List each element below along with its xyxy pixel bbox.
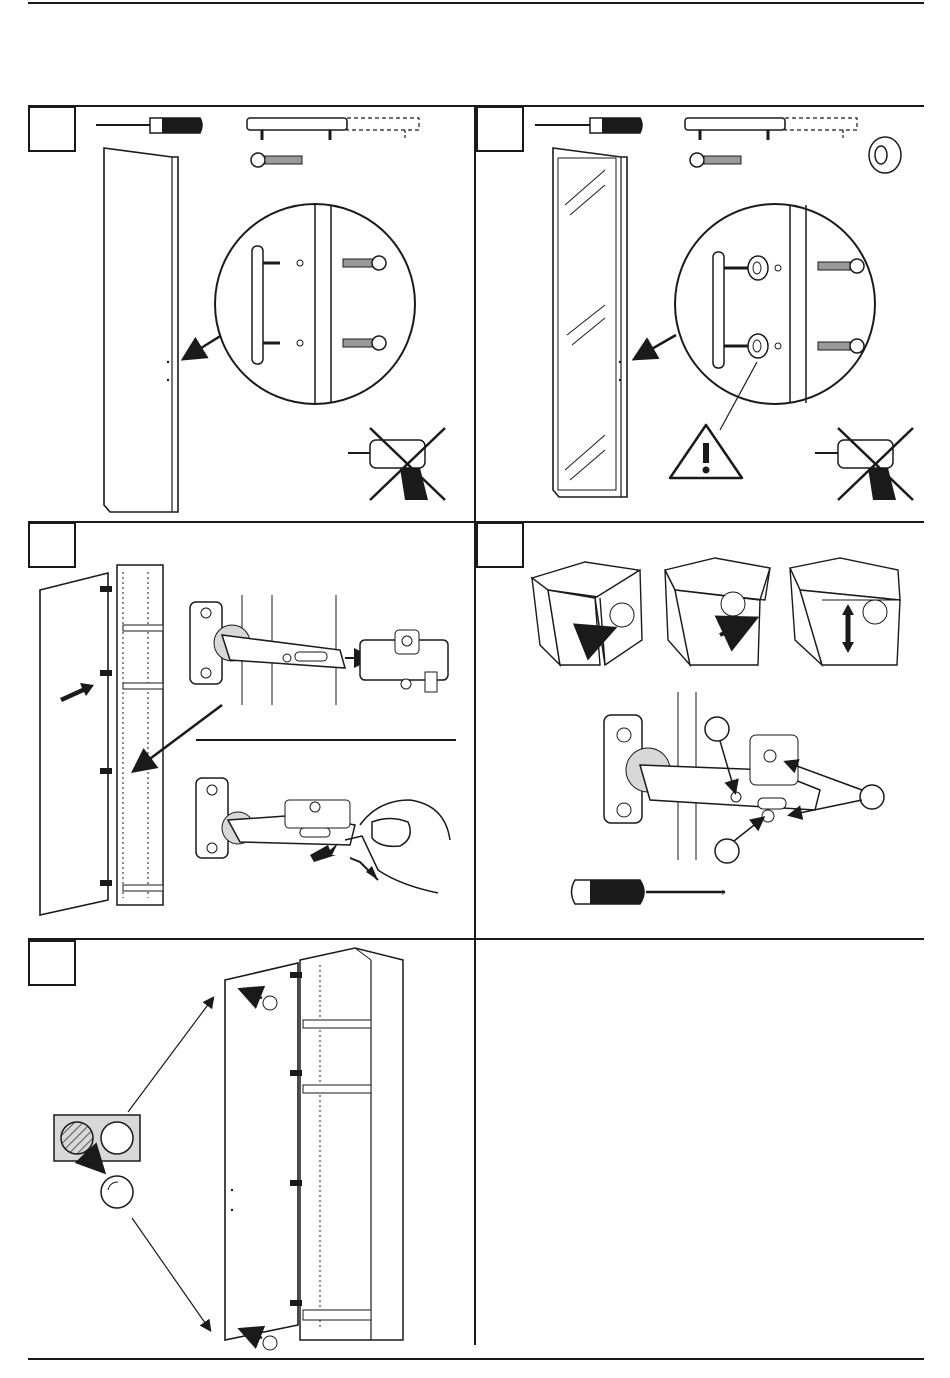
panel-4: + (477, 523, 900, 904)
glass-door-panel (553, 148, 627, 497)
hinge-icon (190, 595, 448, 705)
handle-icon (247, 118, 419, 140)
handle-icon (685, 118, 857, 140)
svg-text:+: + (720, 888, 726, 899)
detail-zoom-circle (675, 204, 875, 404)
no-power-drill-icon (348, 428, 445, 500)
no-power-drill-icon (815, 428, 913, 500)
adjust-side-icon (665, 558, 770, 665)
step-number-box (477, 523, 523, 567)
hand-icon (345, 800, 450, 893)
detail-arrow (636, 335, 676, 358)
warning-triangle-icon (670, 425, 742, 478)
step-number-box (29, 941, 75, 985)
guide-line-lower (132, 1218, 210, 1330)
step-number-box (29, 107, 75, 151)
screwdriver-icon: + (572, 880, 727, 904)
hinge-icon (604, 692, 884, 863)
door-panel (225, 963, 302, 1340)
screw-icon (251, 153, 302, 167)
panel-3 (29, 523, 456, 915)
washer-icon (869, 137, 901, 173)
screw-icon (690, 153, 741, 167)
screwdriver-icon (535, 118, 642, 133)
adjust-height-icon (790, 558, 900, 665)
hinge-icon (196, 778, 355, 862)
door-panel (40, 573, 108, 915)
door-panel (104, 148, 178, 512)
detail-zoom-circle (215, 204, 415, 404)
detail-arrow (185, 335, 222, 358)
step-number-box (29, 523, 75, 567)
cover-cap-sheet-icon (54, 1115, 140, 1208)
step-number-box (477, 107, 523, 151)
panel-1 (29, 107, 445, 512)
panel-5 (29, 941, 403, 1350)
guide-line-upper (128, 998, 213, 1112)
screwdriver-icon (96, 118, 202, 133)
panel-2 (477, 107, 913, 500)
adjust-depth-icon (532, 562, 642, 665)
cabinet-body (300, 948, 403, 1340)
cabinet-side (117, 565, 163, 905)
